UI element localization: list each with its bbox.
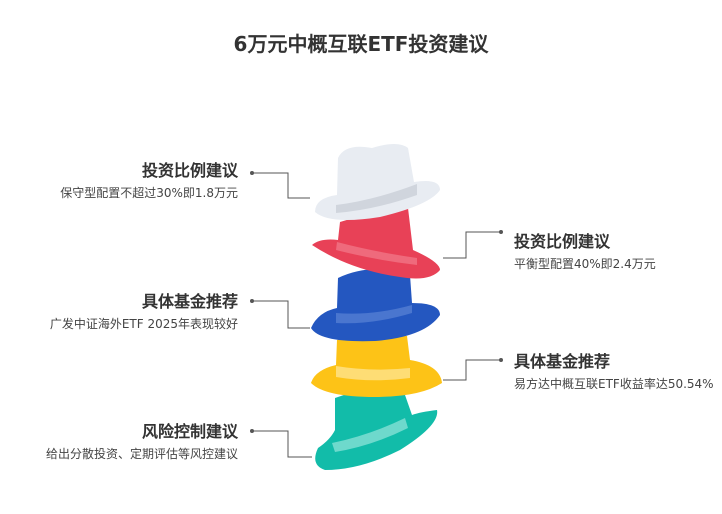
blue-hat-icon [311,269,440,342]
red-hat-icon [312,208,440,279]
item-heading: 投资比例建议 [141,161,238,180]
yellow-hat-icon [311,332,442,397]
teal-hat-icon [315,390,438,470]
item-ratio-balanced: 投资比例建议 平衡型配置40%即2.4万元 [514,228,722,272]
item-text: 保守型配置不超过30%即1.8万元 [60,186,238,200]
connector-dot [499,358,503,362]
item-text: 给出分散投资、定期评估等风控建议 [45,447,238,461]
item-heading: 投资比例建议 [514,232,611,251]
white-hat-icon [315,144,440,221]
item-text: 平衡型配置40%即2.4万元 [514,257,656,271]
page-title: 6万元中概互联ETF投资建议 [233,32,489,56]
connector-5 [252,430,312,458]
connectors [252,172,501,458]
connector-1 [252,172,310,199]
connector-dot [250,429,254,433]
connector-dot [250,299,254,303]
item-risk-control: 风险控制建议 给出分散投资、定期评估等风控建议 [28,418,238,462]
item-fund-guangfa: 具体基金推荐 广发中证海外ETF 2025年表现较好 [28,288,238,332]
item-heading: 风险控制建议 [141,422,238,441]
connector-4 [443,359,501,381]
item-text: 广发中证海外ETF 2025年表现较好 [49,317,238,331]
item-heading: 具体基金推荐 [514,352,611,371]
connector-dot [499,230,503,234]
item-text: 易方达中概互联ETF收益率达50.54% [514,377,714,391]
item-fund-efund: 具体基金推荐 易方达中概互联ETF收益率达50.54% [514,348,722,392]
connector-dot [250,171,254,175]
connector-3 [252,300,310,329]
item-risk-ratio-conservative: 投资比例建议 保守型配置不超过30%即1.8万元 [28,157,238,201]
item-heading: 具体基金推荐 [141,292,238,311]
connector-2 [443,231,501,259]
